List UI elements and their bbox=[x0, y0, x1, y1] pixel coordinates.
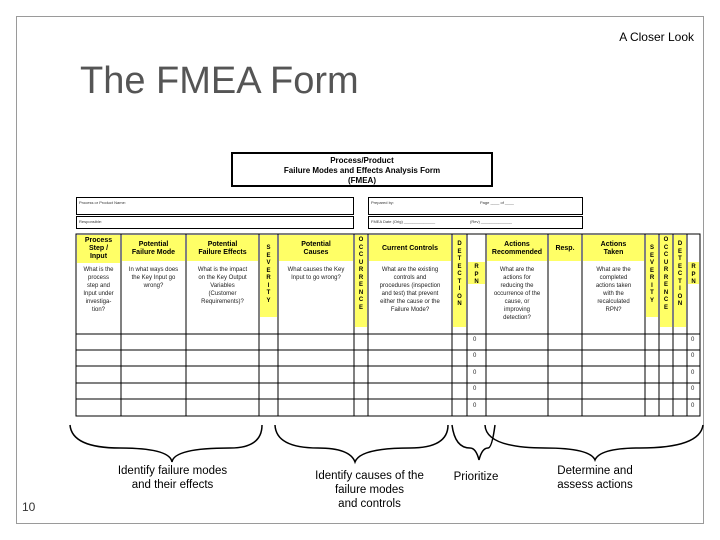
section-label: A Closer Look bbox=[619, 30, 694, 44]
responsible-field: Responsible: bbox=[76, 216, 354, 229]
process-name-field: Process or Product Name: bbox=[76, 197, 354, 215]
brace-prioritize bbox=[451, 424, 496, 461]
rpn-value: 0 bbox=[473, 337, 477, 343]
slide-frame bbox=[16, 16, 704, 524]
rpn-value: 0 bbox=[473, 353, 477, 359]
page-number: 10 bbox=[22, 500, 36, 514]
fmea-date-field: FMEA Date (Orig) ______________ bbox=[368, 216, 583, 229]
grid-outline bbox=[75, 233, 701, 417]
brace-determine bbox=[484, 424, 704, 462]
page-field: Page ____ of ____ bbox=[480, 200, 514, 205]
form-title-box: Process/Product Failure Modes and Effect… bbox=[231, 152, 493, 187]
form-title-line: Failure Modes and Effects Analysis Form bbox=[283, 166, 441, 175]
rpn-value-2: 0 bbox=[691, 386, 695, 392]
slide-title: The FMEA Form bbox=[80, 60, 359, 102]
brace-identify-failure bbox=[69, 424, 263, 463]
brace-identify-causes bbox=[274, 424, 449, 465]
prepared-by-field: Prepared by: bbox=[368, 197, 583, 215]
rpn-value-2: 0 bbox=[691, 370, 695, 376]
annotation-prioritize: Prioritize bbox=[453, 471, 499, 483]
col-resp: Resp. bbox=[555, 245, 575, 252]
form-title-line: Process/Product bbox=[330, 156, 394, 165]
rpn-value: 0 bbox=[473, 386, 477, 392]
rev-field: (Rev) ______________ bbox=[470, 219, 513, 224]
rpn-value-2: 0 bbox=[691, 337, 695, 343]
rpn-value: 0 bbox=[473, 370, 477, 376]
col-current-controls: Current Controls bbox=[382, 245, 438, 252]
form-title-line: (FMEA) bbox=[348, 176, 376, 185]
rpn-value-2: 0 bbox=[691, 353, 695, 359]
rpn-value-2: 0 bbox=[691, 403, 695, 409]
rpn-value: 0 bbox=[473, 403, 477, 409]
